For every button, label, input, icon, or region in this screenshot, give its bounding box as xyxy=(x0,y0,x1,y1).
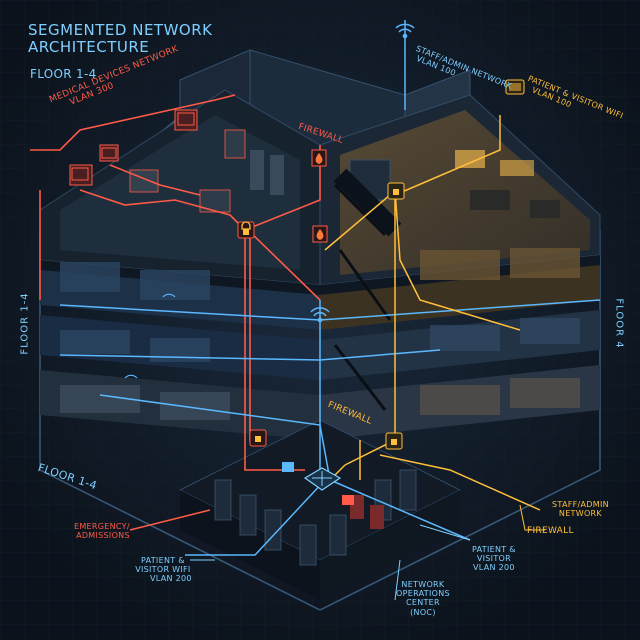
patient-wifi-left-line-1: PATIENT & xyxy=(140,556,185,565)
noc-line-1: NETWORK xyxy=(401,580,445,589)
monitor-icon xyxy=(71,112,195,181)
wifi-icon xyxy=(310,307,330,323)
lock-icon xyxy=(249,429,267,447)
switch-node xyxy=(282,462,294,472)
floor-1-slab xyxy=(40,365,600,440)
noc-line-3: CENTER xyxy=(405,598,440,608)
floor-label-left: FLOOR 1-4 xyxy=(19,292,31,355)
firewall-label-bottom-right: FIREWALL xyxy=(527,526,574,536)
patient-wifi-left-vlan: VLAN 200 xyxy=(150,574,192,584)
noc-line-2: OPERATIONS xyxy=(396,589,450,599)
staff-right-line-1: STAFF/ADMIN xyxy=(552,500,609,509)
router-icon xyxy=(303,467,342,491)
emergency-line-1: EMERGENCY/ xyxy=(74,522,130,531)
noc-line-4: (NOC) xyxy=(410,607,436,617)
monitor-icon xyxy=(505,79,525,95)
wifi-icon xyxy=(124,293,176,379)
emergency-admissions-label: EMERGENCY/ ADMISSIONS xyxy=(74,522,130,540)
staff-right-line-2: NETWORK xyxy=(558,509,602,519)
patient-visitor-right-vlan: VLAN 200 xyxy=(473,563,515,573)
staff-rooms xyxy=(333,110,590,275)
floor-label-right: FLOOR 4 xyxy=(613,298,625,349)
title-line-2: ARCHITECTURE xyxy=(28,38,150,57)
lock-icon xyxy=(387,182,405,200)
patient-wifi-label-left: PATIENT & VISITOR WIFI VLAN 200 xyxy=(134,556,192,584)
page-title: SEGMENTED NETWORK ARCHITECTURE xyxy=(28,21,213,57)
emergency-line-2: ADMISSIONS xyxy=(76,531,130,541)
title-line-1: SEGMENTED NETWORK xyxy=(28,21,213,39)
patient-visitor-label-right: PATIENT & VISITOR VLAN 200 xyxy=(472,545,516,573)
lock-icon xyxy=(385,432,403,450)
noc-basement xyxy=(178,419,462,600)
patient-visitor-right-line-1: PATIENT & xyxy=(472,545,516,554)
fire-icon xyxy=(312,225,328,243)
noc-label: NETWORK OPERATIONS CENTER (NOC) xyxy=(396,580,450,617)
leader-lines xyxy=(190,504,545,601)
lock-icon xyxy=(237,221,255,239)
patient-visitor-right-line-2: VISITOR xyxy=(476,554,511,564)
wifi-icon xyxy=(395,23,415,39)
switch-node xyxy=(342,495,354,505)
fire-icon xyxy=(311,149,327,167)
page-subtitle: FLOOR 1-4 xyxy=(30,67,97,81)
patient-wifi-left-line-2: VISITOR WIFI xyxy=(135,565,191,575)
stairs xyxy=(333,183,392,411)
staff-network-label-right: STAFF/ADMIN NETWORK xyxy=(552,500,609,518)
